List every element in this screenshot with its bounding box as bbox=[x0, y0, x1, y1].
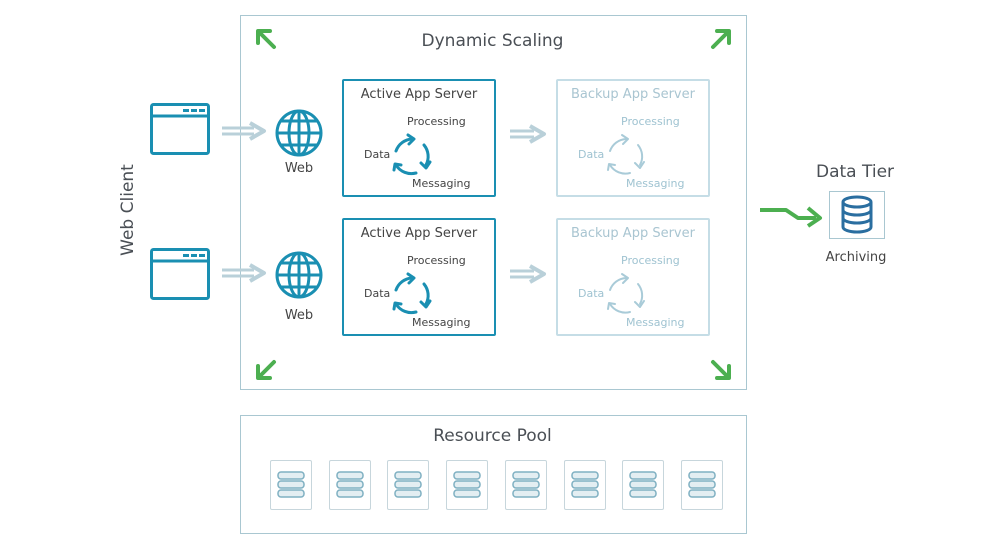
data-label: Data bbox=[364, 148, 391, 161]
processing-label: Processing bbox=[407, 115, 466, 128]
cycle-arrows-icon bbox=[607, 134, 645, 175]
web-client-label: Web Client bbox=[118, 164, 138, 256]
messaging-label: Messaging bbox=[412, 177, 471, 190]
pool-server-icon bbox=[622, 460, 665, 510]
pool-server-icon bbox=[387, 460, 430, 510]
resource-pool-items bbox=[270, 460, 730, 512]
web-label: Web bbox=[284, 161, 314, 176]
pool-server-icon bbox=[504, 460, 547, 510]
processing-label: Processing bbox=[407, 254, 466, 267]
messaging-label: Messaging bbox=[626, 316, 685, 329]
failover-arrow bbox=[510, 124, 546, 144]
active-app-server: Active App Server Processing Data Messag… bbox=[342, 79, 496, 197]
client-to-web-arrow bbox=[222, 263, 266, 283]
server-title: Backup App Server bbox=[571, 226, 695, 241]
server-title: Active App Server bbox=[360, 87, 478, 102]
pool-server-icon bbox=[328, 460, 371, 510]
pool-server-icon bbox=[680, 460, 723, 510]
backup-app-server: Backup App Server Processing Data Messag… bbox=[556, 79, 710, 197]
messaging-label: Messaging bbox=[626, 177, 685, 190]
cycle-arrows-icon bbox=[607, 273, 645, 314]
browser-window-icon bbox=[150, 248, 210, 300]
web-label: Web bbox=[284, 308, 314, 323]
pool-server-icon bbox=[563, 460, 606, 510]
database-icon bbox=[841, 195, 873, 234]
scale-arrow-up-left-icon bbox=[256, 29, 276, 49]
messaging-label: Messaging bbox=[412, 316, 471, 329]
processing-label: Processing bbox=[621, 254, 680, 267]
cycle-arrows-icon bbox=[392, 272, 432, 315]
browser-window-icon bbox=[150, 103, 210, 155]
globe-icon bbox=[275, 109, 323, 157]
pool-server-icon bbox=[446, 460, 489, 510]
resource-pool-title: Resource Pool bbox=[433, 426, 552, 446]
data-tier-arrow bbox=[760, 206, 822, 228]
data-label: Data bbox=[578, 148, 605, 161]
data-label: Data bbox=[578, 287, 605, 300]
scale-arrow-up-right-icon bbox=[711, 29, 731, 49]
scale-arrow-down-right-icon bbox=[711, 360, 731, 380]
data-tier-title: Data Tier bbox=[815, 162, 895, 182]
server-title: Active App Server bbox=[360, 226, 478, 241]
scale-arrow-down-left-icon bbox=[256, 360, 276, 380]
database-box bbox=[829, 191, 885, 239]
failover-arrow bbox=[510, 264, 546, 284]
pool-server-icon bbox=[270, 460, 312, 510]
globe-icon bbox=[275, 251, 323, 299]
data-label: Data bbox=[364, 287, 391, 300]
archiving-label: Archiving bbox=[825, 250, 887, 265]
backup-app-server: Backup App Server Processing Data Messag… bbox=[556, 218, 710, 336]
dynamic-scaling-title: Dynamic Scaling bbox=[421, 31, 564, 51]
client-to-web-arrow bbox=[222, 121, 266, 141]
server-title: Backup App Server bbox=[571, 87, 695, 102]
active-app-server: Active App Server Processing Data Messag… bbox=[342, 218, 496, 336]
processing-label: Processing bbox=[621, 115, 680, 128]
cycle-arrows-icon bbox=[392, 133, 432, 176]
